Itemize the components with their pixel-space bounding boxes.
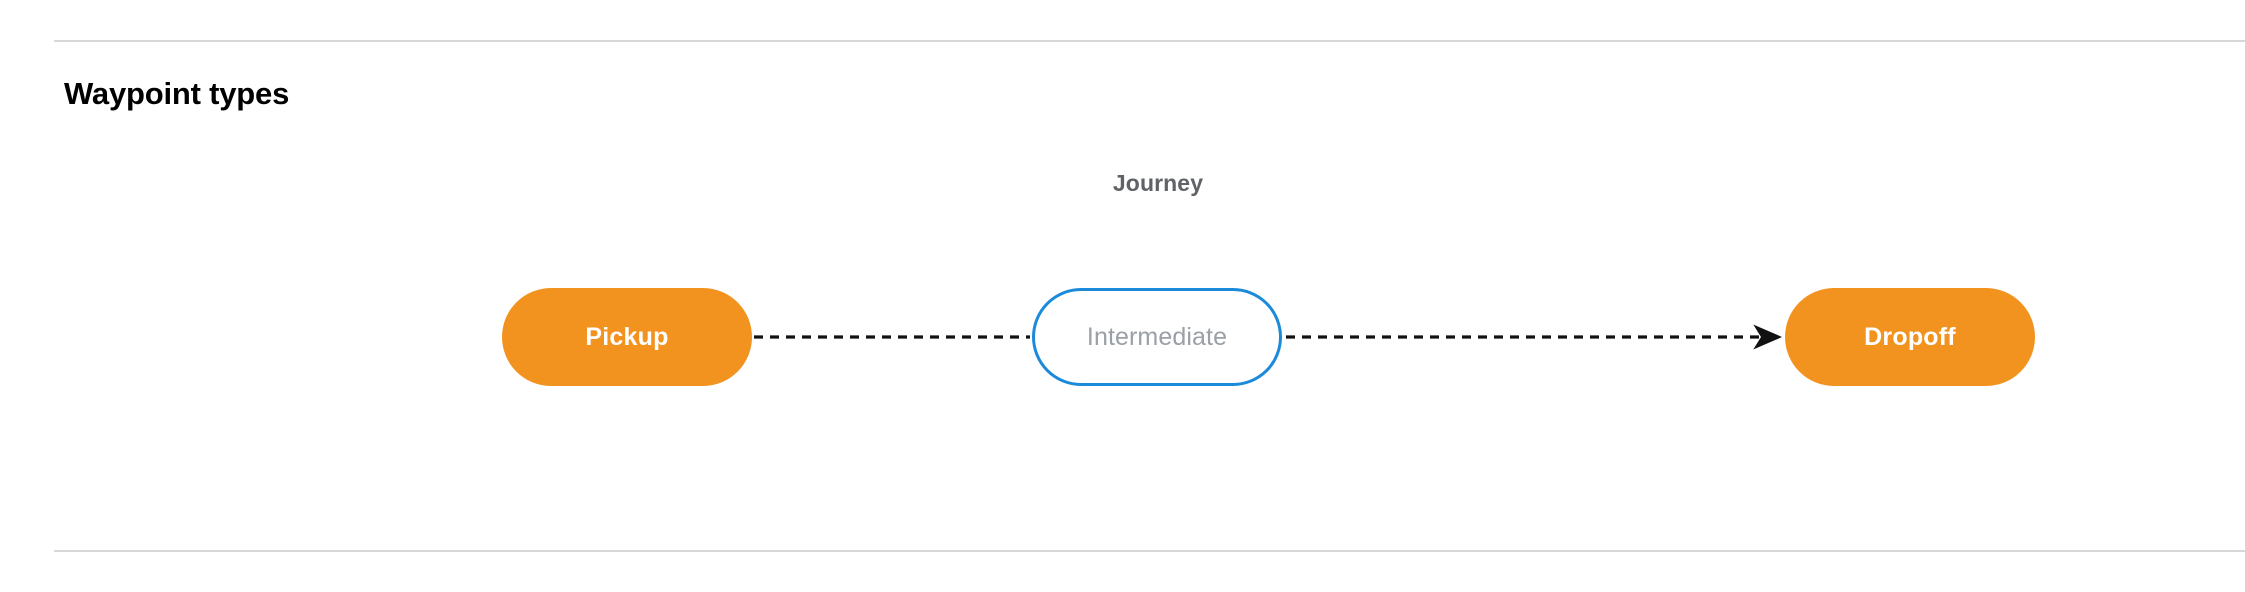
node-dropoff[interactable]: Dropoff	[1785, 288, 2035, 386]
journey-group-label: Journey	[1112, 170, 1204, 196]
node-pickup-label: Pickup	[585, 322, 669, 351]
node-dropoff-label: Dropoff	[1864, 322, 1956, 351]
node-pickup[interactable]: Pickup	[502, 288, 752, 386]
section-divider-bottom	[54, 550, 2245, 552]
node-intermediate[interactable]: Intermediate	[1032, 288, 1282, 386]
page-title: Waypoint types	[64, 76, 290, 111]
section-divider-top	[54, 40, 2245, 42]
node-intermediate-label: Intermediate	[1086, 322, 1228, 351]
